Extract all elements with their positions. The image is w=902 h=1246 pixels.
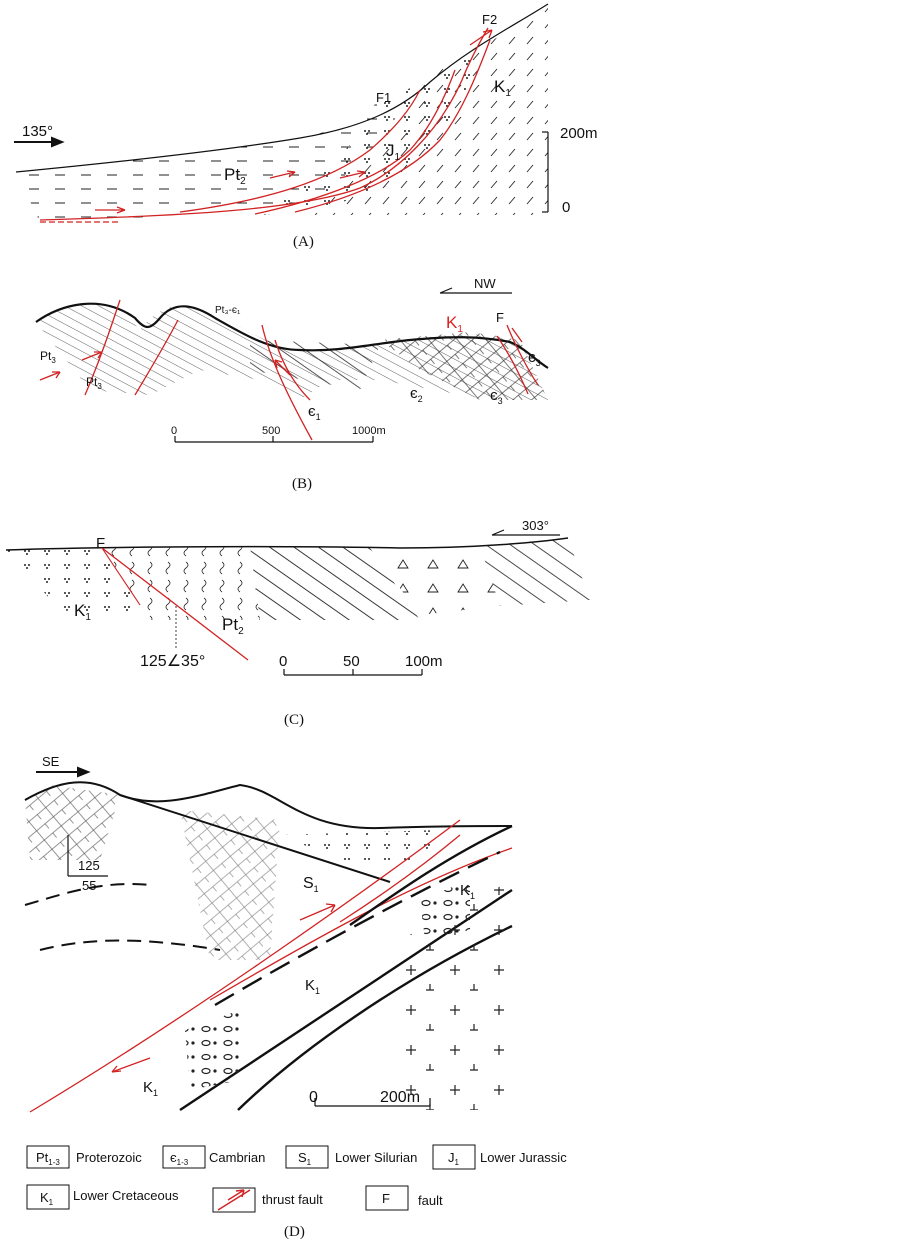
panel-a-thrust-faults: [39, 27, 493, 223]
panel-a-unit-k1: K1: [494, 77, 511, 99]
panel-c-scale-100: 100m: [405, 653, 443, 670]
panel-d-bedding-ticks: [25, 785, 120, 860]
panel-b-direction-arrow: [439, 287, 512, 294]
panel-d-direction: SE: [42, 754, 60, 769]
panel-c-caption: (C): [284, 712, 304, 728]
panel-d-attitude-top: 125: [78, 858, 100, 873]
legend-label-jurassic: Lower Jurassic: [480, 1150, 567, 1165]
panel-a-topography: [15, 3, 549, 173]
legend-symbol-e: є1-3: [170, 1150, 189, 1167]
panel-a-unit-j1: [250, 50, 472, 216]
panel-b-unit-k1: K1: [446, 313, 463, 335]
panel-c-dotted-right: [480, 538, 590, 606]
panel-d-direction-arrow: [36, 766, 91, 778]
legend-symbol-s: S1: [298, 1150, 312, 1167]
panel-d-attitude-symbol: [67, 835, 108, 877]
legend-label-silurian: Lower Silurian: [335, 1150, 417, 1165]
panel-c-fault-label: F: [96, 535, 105, 552]
panel-b-direction: NW: [474, 276, 496, 291]
panel-b-faults: [39, 299, 539, 441]
legend-label-thrust-fault: thrust fault: [262, 1192, 323, 1207]
panel-c-breccia-block: [370, 546, 500, 615]
panel-c-scale-50: 50: [343, 653, 360, 670]
panel-a-caption: (A): [293, 234, 314, 250]
legend-item-proterozoic: Pt1-3 Proterozoic: [26, 1145, 142, 1169]
panel-c-topography: [5, 537, 569, 551]
panel-c-unit-k1: K1: [74, 601, 91, 623]
panel-d-unit-s1: S1: [303, 875, 319, 894]
panel-d-scale-200: 200m: [380, 1089, 420, 1106]
legend-symbol-pt: Pt1-3: [36, 1150, 60, 1167]
panel-d-unit-k1-left: K1: [143, 1079, 158, 1098]
panel-d-scale-0: 0: [309, 1089, 318, 1106]
panel-a-scale-top: 200m: [560, 125, 598, 142]
panel-c-direction: 303°: [522, 518, 549, 533]
panel-b-scale-bar: [174, 436, 374, 443]
panel-b-unit-pt3-left: Pt3: [40, 349, 56, 365]
panel-b-scale-500: 500: [262, 425, 280, 437]
legend-item-fault: F fault: [365, 1185, 443, 1211]
panel-d-dotted-lens: [280, 830, 440, 860]
panel-b-unit-e1: є1: [308, 403, 321, 422]
panel-c-striped-block: [250, 546, 420, 620]
panel-d-dashed-contacts: [24, 883, 221, 951]
thrust-fault-icon: [217, 1189, 251, 1211]
legend-symbol-f: F: [382, 1191, 390, 1206]
panel-a-direction-arrow: [14, 136, 65, 148]
legend-label-cambrian: Cambrian: [209, 1150, 265, 1165]
legend-label-fault: fault: [418, 1193, 443, 1208]
panel-a-scale-bar: [542, 131, 549, 213]
panel-b-unit-e2: є2: [410, 385, 423, 404]
panel-a-direction: 135°: [22, 123, 53, 140]
legend-item-cretaceous: K1 Lower Cretaceous: [26, 1184, 179, 1210]
panel-b-unit-pt3-e1: Pt₃-є₁: [215, 305, 241, 316]
panel-c-pt2-block: [102, 546, 260, 620]
panel-c-scale-bar: [283, 669, 423, 676]
panel-d-scale-bar: [314, 1098, 431, 1107]
panel-c-fault-trace: [101, 547, 249, 661]
panel-b-unit-e3-right: є3: [528, 349, 541, 368]
panel-b-scale-0: 0: [171, 425, 177, 437]
panel-d-fault-zone-breccia: [214, 850, 501, 1007]
panel-d-attitude-bottom: 55: [82, 878, 96, 893]
legend-item-jurassic: J1 Lower Jurassic: [432, 1144, 567, 1170]
panel-c-attitude: 125∠35°: [140, 653, 205, 670]
legend-symbol-k: K1: [40, 1190, 54, 1207]
legend-item-thrust-fault: thrust fault: [212, 1187, 323, 1213]
panel-a-fault-f2: F2: [482, 12, 497, 27]
legend-label-cretaceous: Lower Cretaceous: [73, 1188, 179, 1203]
panel-b-cambrian-beds: [250, 340, 380, 390]
legend: Pt1-3 Proterozoic є1-3 Cambrian S1 Lower…: [26, 1144, 567, 1240]
legend-symbol-j: J1: [448, 1150, 460, 1167]
panel-c-scale-0: 0: [279, 653, 287, 670]
panel-b-scale-1000: 1000m: [352, 425, 386, 437]
panel-d-topography: [24, 781, 513, 830]
panel-d-conglomerate-lower: [185, 1010, 240, 1090]
panel-b-fault-label: F: [496, 310, 504, 325]
legend-label-proterozoic: Proterozoic: [76, 1150, 142, 1165]
panel-c-fault-trace-2: [101, 547, 141, 606]
panel-d-unit-k1-middle: K1: [305, 977, 320, 996]
panel-b-unit-pt3-mid: Pt3: [86, 375, 102, 391]
panel-a: 135° F1 F2 K1 J1 Pt2 200m 0 (A): [14, 3, 598, 250]
panel-c-direction-arrow: [491, 529, 560, 536]
panel-d-unit-k1-right: K1: [460, 882, 475, 901]
panel-c-unit-pt2: Pt2: [222, 615, 244, 637]
panel-d-granite: [400, 880, 512, 1110]
panel-d-caption: (D): [284, 1224, 305, 1240]
panel-b-unit-e3: є3: [490, 387, 503, 406]
panel-b-caption: (B): [292, 476, 312, 492]
panel-a-unit-j1-label: J1: [386, 141, 401, 163]
legend-item-cambrian: є1-3 Cambrian: [162, 1145, 265, 1169]
panel-a-scale-bottom: 0: [562, 199, 570, 216]
panel-c: 303° F K1 Pt2 125∠35° 0 50 100m (C): [5, 518, 590, 728]
panel-a-unit-pt2: Pt2: [224, 165, 246, 187]
panel-d: SE 125 55 S1 K1 K1 K1 0 200m: [24, 754, 513, 1113]
legend-item-silurian: S1 Lower Silurian: [285, 1145, 417, 1169]
panel-b: NW Pt3 Pt3 Pt₃-є₁ K1 F є3 є1 є2 є3 0 500…: [35, 276, 549, 492]
panel-b-topography: [35, 302, 549, 369]
panel-a-fault-f1: F1: [376, 90, 391, 105]
panel-d-sandstone-s1: [180, 810, 280, 960]
